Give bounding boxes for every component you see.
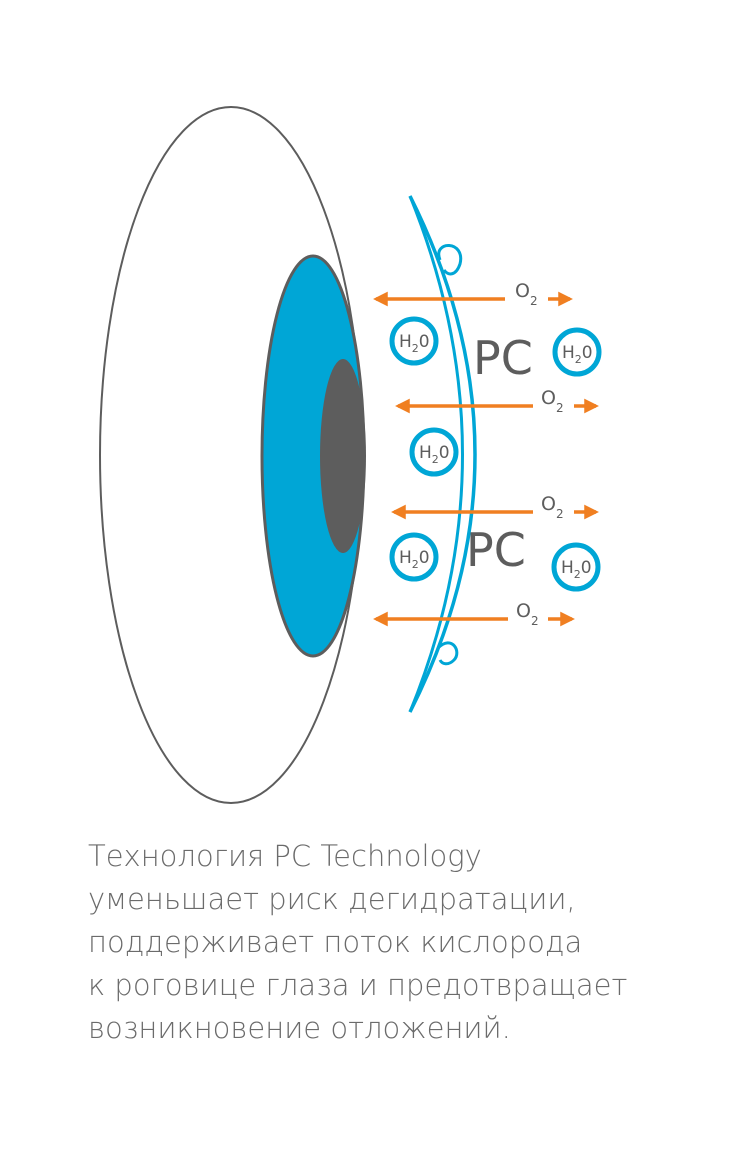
caption-line: Технология PC Technology (88, 839, 482, 873)
pupil (320, 359, 366, 553)
oxygen-label-2: O2 (541, 387, 564, 415)
lens-bottom-loop (436, 641, 459, 666)
svg-text:H20: H20 (399, 548, 430, 571)
lens-outer-curve (408, 195, 477, 713)
caption: Технология PC Technology уменьшает риск … (88, 835, 728, 1050)
water-molecule-4: H20 (389, 532, 439, 582)
water-molecule-5: H20 (551, 542, 601, 592)
caption-line: к роговице глаза и предотвращает (88, 968, 628, 1002)
svg-text:H20: H20 (419, 443, 450, 466)
water-molecule-1: H20 (389, 316, 439, 366)
lens-inner-curve (410, 196, 463, 276)
oxygen-label-1: O2 (515, 280, 538, 308)
svg-text:H20: H20 (399, 332, 430, 355)
svg-text:H20: H20 (561, 558, 592, 581)
caption-line: поддерживает поток кислорода (88, 925, 583, 959)
lens-top-loop (437, 244, 463, 276)
water-molecule-3: H20 (409, 427, 459, 477)
eye-lens-diagram: O2 O2 O2 O2 PC PC H20 H20 H20 H20 H20 (99, 106, 602, 804)
pc-label-bottom: PC (466, 523, 526, 577)
caption-line: возникновение отложений. (88, 1011, 511, 1045)
oxygen-label-3: O2 (541, 493, 564, 521)
lens-edge-curve (408, 195, 464, 713)
caption-line: уменьшает риск дегидратации, (88, 882, 576, 916)
pc-label-top: PC (473, 331, 533, 385)
oxygen-label-4: O2 (516, 600, 539, 628)
water-molecule-2: H20 (552, 327, 602, 377)
svg-text:H20: H20 (562, 343, 593, 366)
